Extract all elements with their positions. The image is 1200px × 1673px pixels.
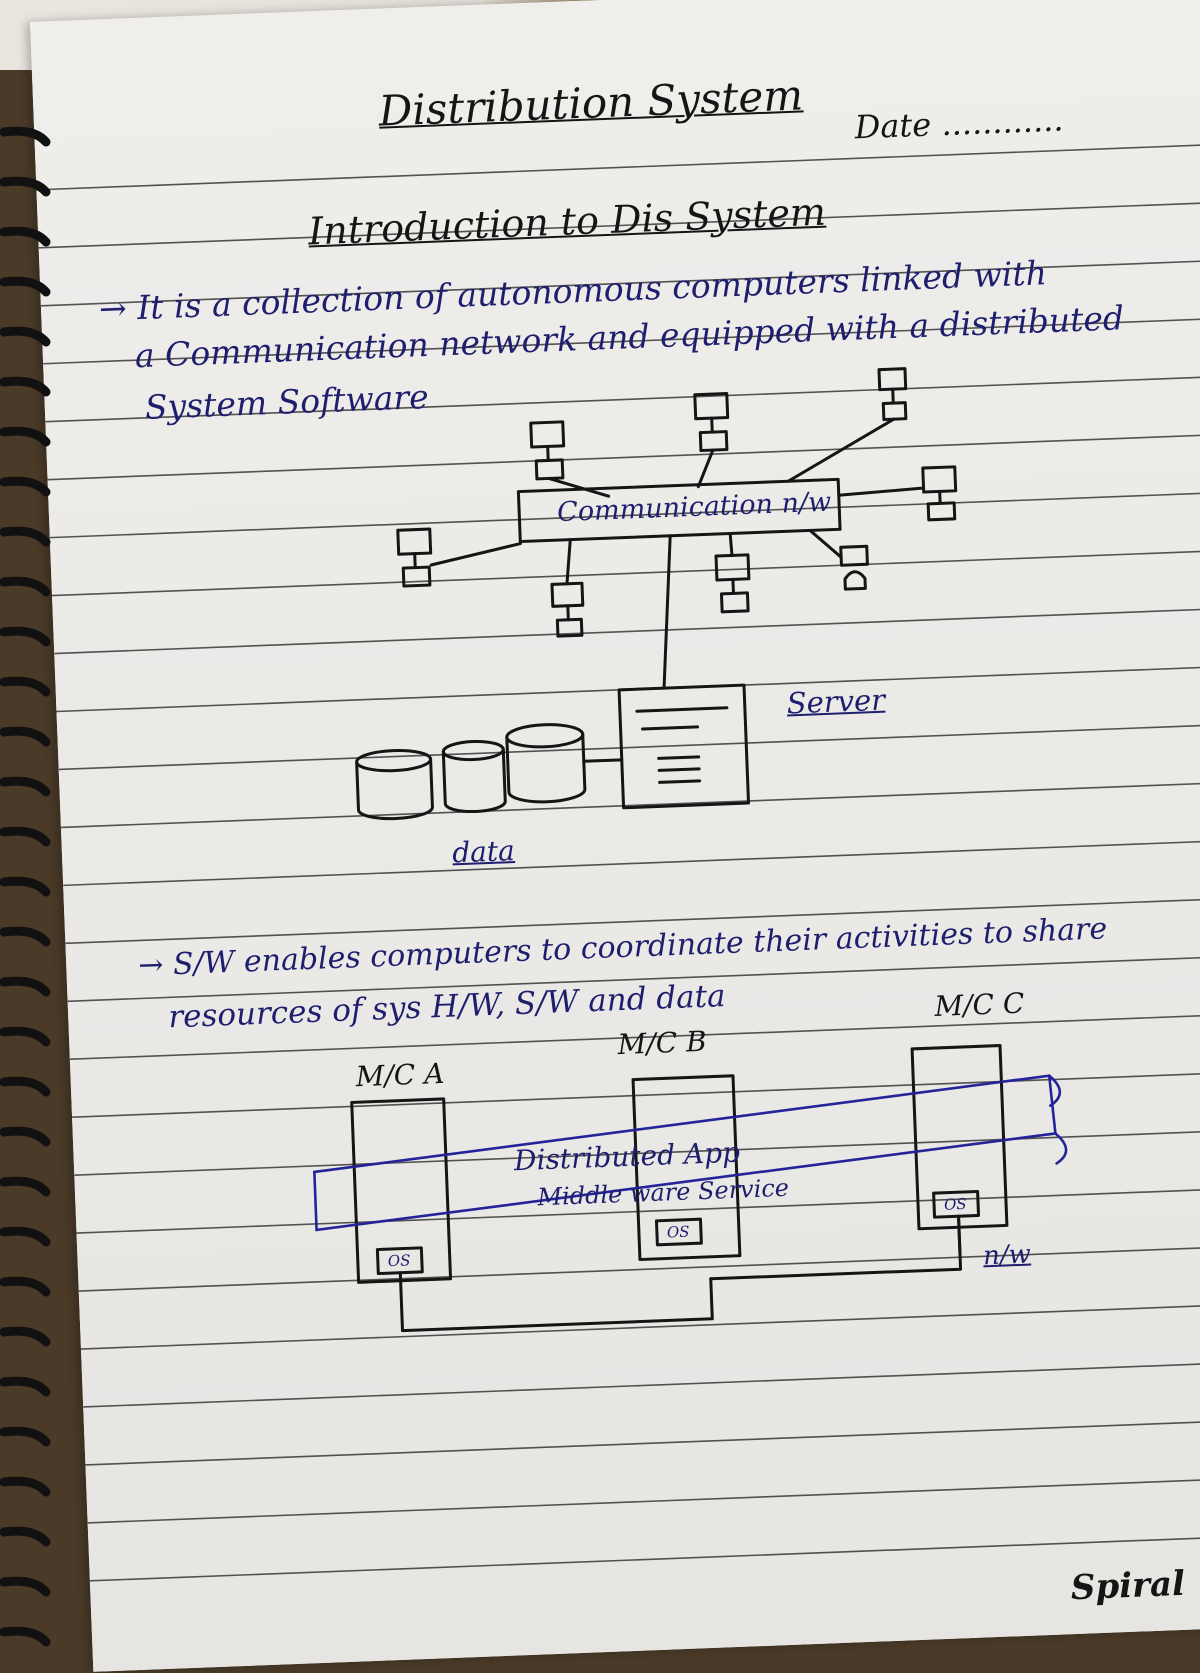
server-label: Server bbox=[786, 682, 886, 721]
os-label-b: OS bbox=[666, 1222, 690, 1242]
date-label: Date ............ bbox=[853, 100, 1064, 147]
os-label-a: OS bbox=[387, 1251, 411, 1271]
machine-c-label: M/C C bbox=[933, 986, 1025, 1023]
ruled-lines bbox=[36, 144, 1200, 1582]
network-label-2: n/w bbox=[982, 1239, 1032, 1272]
os-label-c: OS bbox=[943, 1194, 967, 1214]
spiral-binding bbox=[0, 126, 51, 1647]
machine-a-label: M/C A bbox=[355, 1056, 445, 1094]
data-label: data bbox=[451, 834, 516, 870]
brand-footer: Spiral bbox=[1070, 1563, 1186, 1609]
notebook-page: Distribution System Date ............ In… bbox=[30, 0, 1200, 1672]
machine-b-label: M/C B bbox=[617, 1024, 708, 1062]
